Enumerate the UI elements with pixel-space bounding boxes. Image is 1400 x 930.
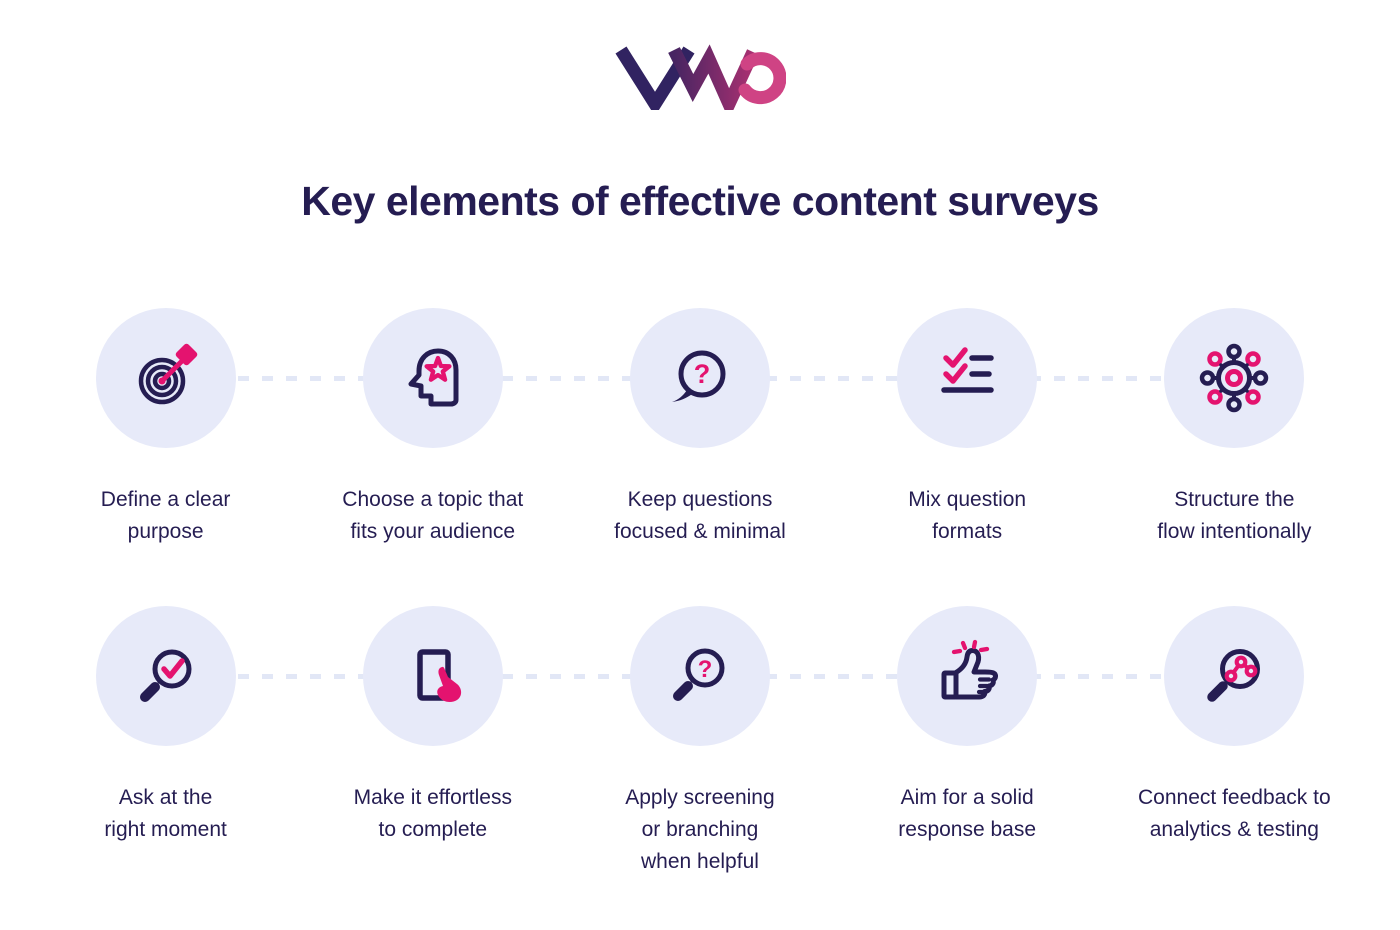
icon-circle xyxy=(362,606,503,746)
checklist-icon xyxy=(941,347,994,393)
label-line: Structure the xyxy=(1174,488,1295,511)
icon-circle xyxy=(95,308,236,448)
icon-circle xyxy=(362,308,503,448)
search-analytics-icon xyxy=(1207,649,1261,702)
label-line: analytics & testing xyxy=(1149,818,1319,841)
survey-element-card: Mix question formats xyxy=(834,308,1101,548)
survey-element-card: Aim for a solid response base xyxy=(834,606,1101,878)
question-mark-glyph: ? xyxy=(694,359,711,389)
card-label: Ask at the right moment xyxy=(104,782,227,846)
card-label: Keep questions focused & minimal xyxy=(614,484,786,548)
network-hub-icon xyxy=(1200,343,1269,413)
card-label: Choose a topic that fits your audience xyxy=(342,484,523,548)
survey-element-card: ? Keep questions focused & minimal xyxy=(566,308,833,548)
card-label: Make it effortless to complete xyxy=(354,782,512,846)
icon-circle: ? xyxy=(629,308,770,448)
survey-element-card: Structure the flow intentionally xyxy=(1101,308,1368,548)
survey-element-card: Define a clear purpose xyxy=(32,308,299,548)
speech-question-icon: ? xyxy=(671,350,726,402)
page-title: Key elements of effective content survey… xyxy=(301,178,1099,224)
row-2: Ask at the right moment Make it effortle… xyxy=(32,606,1368,878)
label-line: when helpful xyxy=(641,850,759,873)
label-line: fits your audience xyxy=(350,520,516,543)
label-line: Define a clear xyxy=(100,488,231,511)
icon-circle xyxy=(95,606,236,746)
icon-circle xyxy=(897,308,1038,448)
label-line: focused & minimal xyxy=(614,520,786,543)
label-line: right moment xyxy=(104,818,227,841)
label-line: or branching xyxy=(641,818,759,841)
card-label: Define a clear purpose xyxy=(101,484,231,548)
label-line: Make it effortless xyxy=(353,786,512,809)
label-line: Keep questions xyxy=(627,488,773,511)
label-line: Choose a topic that xyxy=(342,488,524,511)
head-star-icon xyxy=(408,348,459,407)
survey-element-card: Connect feedback to analytics & testing xyxy=(1101,606,1368,878)
card-label: Apply screening or branching when helpfu… xyxy=(625,782,774,878)
vwo-logo-icon xyxy=(615,44,787,120)
label-line: purpose xyxy=(127,520,204,543)
survey-element-card: Choose a topic that fits your audience xyxy=(299,308,566,548)
label-line: Mix question xyxy=(908,488,1027,511)
label-line: Aim for a solid xyxy=(900,786,1034,809)
card-label: Mix question formats xyxy=(908,484,1026,548)
icon-circle xyxy=(1164,308,1305,448)
label-line: Ask at the xyxy=(118,786,213,809)
elements-grid: Define a clear purpose Choose a topic th… xyxy=(32,308,1368,878)
target-dart-icon xyxy=(138,343,197,405)
label-line: Connect feedback to xyxy=(1138,786,1331,809)
survey-element-card: Make it effortless to complete xyxy=(299,606,566,878)
survey-element-card: Ask at the right moment xyxy=(32,606,299,878)
thumbs-up-icon xyxy=(941,639,999,700)
card-label: Aim for a solid response base xyxy=(898,782,1036,846)
label-line: formats xyxy=(932,520,1003,543)
icon-circle xyxy=(897,606,1038,746)
card-label: Connect feedback to analytics & testing xyxy=(1138,782,1331,846)
label-line: response base xyxy=(898,818,1037,841)
icon-circle xyxy=(1164,606,1305,746)
vwo-logo xyxy=(614,44,787,120)
question-mark-glyph: ? xyxy=(698,656,713,683)
label-line: to complete xyxy=(378,818,488,841)
label-line: Apply screening xyxy=(625,786,775,809)
survey-element-card: ? Apply screening or branching when help… xyxy=(566,606,833,878)
card-label: Structure the flow intentionally xyxy=(1157,484,1311,548)
label-line: flow intentionally xyxy=(1157,520,1312,543)
tablet-tap-icon xyxy=(417,649,461,703)
search-check-icon xyxy=(139,649,192,702)
icon-circle: ? xyxy=(629,606,770,746)
row-1: Define a clear purpose Choose a topic th… xyxy=(32,308,1368,548)
search-question-icon: ? xyxy=(672,648,725,701)
